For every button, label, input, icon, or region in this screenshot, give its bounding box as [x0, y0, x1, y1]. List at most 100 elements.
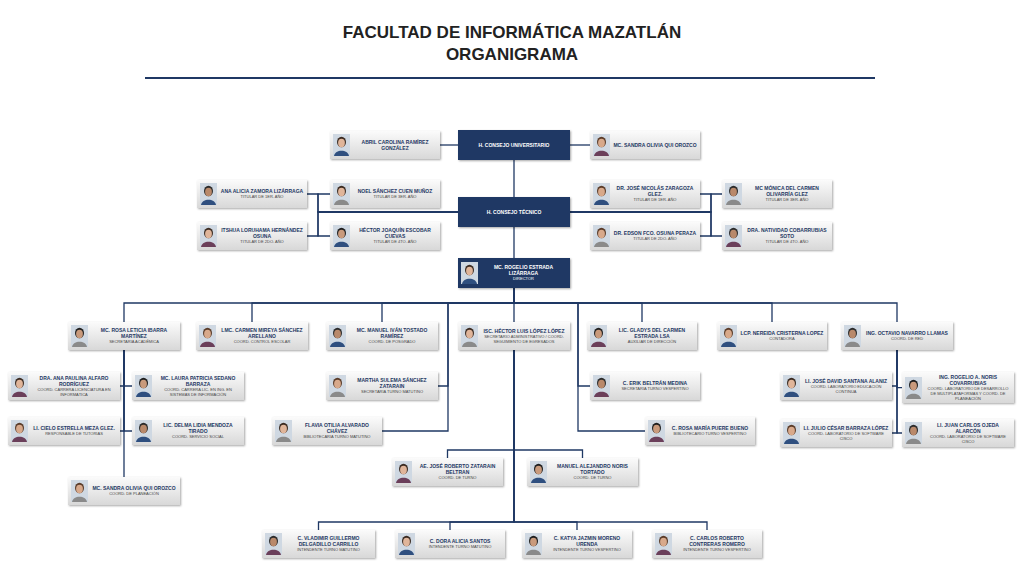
role-title: SECRETARIA TURNO MATUTINO	[349, 390, 435, 395]
role-title: INTENDENTE TURNO MATUTINO	[418, 545, 502, 550]
person-name: DR. JOSÉ NICOLÁS ZARAGOZA GLEZ.	[613, 185, 697, 197]
text-stack: ITSHUA LORUHAMA HERNÁNDEZ OSUNATITULAR D…	[220, 227, 304, 245]
person-card: ITSHUA LORUHAMA HERNÁNDEZ OSUNATITULAR D…	[197, 222, 307, 250]
org-connector	[124, 350, 132, 431]
person-name: MC. ROGELIO ESTRADA LIZÁRRAGA	[481, 264, 566, 276]
person-name: MC. SANDRA OLIVIA QUI OROZCO	[613, 142, 697, 148]
portrait-photo	[398, 533, 415, 555]
portrait-photo	[593, 134, 610, 156]
person-card: ANA ALICIA ZAMORA LIZÁRRAGATITULAR DE 1E…	[197, 180, 307, 208]
person-name: C. ROSA MARÍA PUERE BUENO	[668, 425, 752, 431]
person-name: C. CARLOS ROBERTO CONTRERAS ROMERO	[675, 535, 759, 547]
role-title: TITULAR DE 3ER. AÑO	[353, 195, 437, 200]
role-title: COORD. CARRERA LICENCIATURA EN INFORMÁTI…	[31, 388, 117, 398]
role-title: TITULAR DE 1ER. AÑO	[613, 198, 697, 203]
org-connector	[892, 350, 897, 386]
portrait-photo	[71, 325, 88, 347]
role-title: COORD. DE TURNO	[415, 476, 500, 481]
org-connector	[382, 288, 514, 431]
portrait-photo	[199, 325, 216, 347]
role-title: TITULAR DE 4TO. AÑO	[745, 240, 829, 245]
text-stack: C. KATYA JAZMIN MORENO URENDAINTENDENTE …	[545, 535, 629, 553]
person-name: C. ERIK BELTRÁN MEDINA	[613, 380, 697, 386]
portrait-photo	[329, 375, 346, 397]
role-title: COORD. CONTROL ESCOLAR	[219, 340, 305, 345]
portrait-photo	[783, 375, 800, 397]
text-stack: MC. ROSA LETICIA IBARRA MARTÍNEZSECRETAR…	[91, 327, 177, 345]
person-card: MARTHA SULEMA SÁNCHEZ ZATARAINSECRETARIA…	[326, 372, 438, 400]
person-name: DRA. NATIVIDAD COBARRUBIAS SOTO	[745, 227, 829, 239]
person-card: MC. SANDRA OLIVIA QUI OROZCOCOORD. DE PL…	[68, 477, 180, 505]
portrait-photo	[725, 225, 742, 247]
role-title: COORD. LABORATORIO EDUCACIÓN CONTINUA	[803, 385, 889, 395]
portrait-photo	[461, 325, 478, 347]
role-title: SECRETARIA TURNO VESPERTINO	[613, 387, 697, 392]
person-name: MC. LAURA PATRICIA SEDANO BARRAZA	[155, 375, 241, 387]
text-stack: C. CARLOS ROBERTO CONTRERAS ROMEROINTEND…	[675, 535, 759, 553]
text-stack: DR. EDSON FCO. OSUNA PERAZATITULAR DE 2D…	[613, 230, 697, 242]
org-connector	[450, 350, 514, 530]
role-title: RESPONSABLE DE TUTORÍAS	[31, 432, 117, 437]
text-stack: ABRIL CAROLINA RAMÍREZ GONZÁLEZ	[353, 139, 437, 151]
org-connector	[513, 160, 514, 197]
person-card: DR. EDSON FCO. OSUNA PERAZATITULAR DE 2D…	[590, 222, 700, 250]
org-connector	[124, 288, 514, 322]
text-stack: C. ROSA MARÍA PUERE BUENOBIBLIOTECARIO T…	[668, 425, 752, 437]
person-name: MC. MANUEL IVÁN TOSTADO RAMÍREZ	[349, 327, 435, 339]
org-connector	[252, 288, 514, 322]
text-stack: MC. MANUEL IVÁN TOSTADO RAMÍREZCOORD. DE…	[349, 327, 435, 345]
text-stack: C. DORA ALICIA SANTOSINTENDENTE TURNO MA…	[418, 538, 502, 550]
role-title: COORD. LABORATORIO DE DESARROLLO DE MULT…	[925, 387, 1011, 401]
portrait-photo	[395, 461, 412, 483]
person-name: C. VLADIMIR GUILLERMO DELGADILLO CARRILL…	[285, 535, 372, 547]
role-title: TITULAR DE 1ER. AÑO	[220, 195, 304, 200]
person-name: LI. CIELO ESTRELLA MEZA GLEZ.	[31, 425, 117, 431]
portrait-photo	[275, 420, 292, 442]
text-stack: MANUEL ALEJANDRO NORIS TORTADOCOORD. DE …	[550, 463, 635, 481]
text-stack: HÉCTOR JOAQUÍN ESCOBAR CUEVASTITULAR DE …	[353, 227, 437, 245]
portrait-photo	[530, 461, 547, 483]
person-name: MC. SANDRA OLIVIA QUI OROZCO	[91, 485, 177, 491]
person-name: ING. ROGELIO A. NORIS COVARRUBIAS	[925, 374, 1011, 386]
portrait-photo	[525, 533, 542, 555]
role-title: CONTADORA	[740, 337, 824, 342]
portrait-photo	[655, 533, 672, 555]
role-title: TITULAR DE 2DO. AÑO	[613, 237, 697, 242]
council-box: H. CONSEJO TÉCNICO	[458, 197, 570, 227]
text-stack: LIC. GLADYS DEL CARMEN ESTRADA LSAAUXILI…	[610, 327, 694, 345]
person-card: C. ROSA MARÍA PUERE BUENOBIBLIOTECARIO T…	[645, 417, 755, 445]
portrait-photo	[11, 420, 28, 442]
person-card: LMC. CARMEN MIREYA SÁNCHEZ ARELLANOCOORD…	[196, 322, 308, 350]
person-card: C. VLADIMIR GUILLERMO DELGADILLO CARRILL…	[262, 530, 375, 558]
person-card: C. KATYA JAZMIN MORENO URENDAINTENDENTE …	[522, 530, 632, 558]
person-name: H. CONSEJO UNIVERSITARIO	[462, 142, 566, 148]
person-name: LI. JULIO CÉSAR BARRAZA LÓPEZ	[803, 425, 889, 431]
portrait-photo	[135, 375, 152, 397]
role-title: COORD. DE RED	[864, 337, 950, 342]
person-card: C. CARLOS ROBERTO CONTRERAS ROMEROINTEND…	[652, 530, 762, 558]
person-card: LIC. GLADYS DEL CARMEN ESTRADA LSAAUXILI…	[587, 322, 697, 350]
person-name: HÉCTOR JOAQUÍN ESCOBAR CUEVAS	[353, 227, 437, 239]
portrait-photo	[905, 422, 922, 444]
person-name: ABRIL CAROLINA RAMÍREZ GONZÁLEZ	[353, 139, 437, 151]
role-title: SECRETARIO ADMINISTRATIVO / COORD. SEGUI…	[481, 335, 567, 345]
text-stack: LCP. NEREIDA CRISTERNA LOPEZCONTADORA	[740, 330, 824, 342]
portrait-photo	[725, 183, 742, 205]
text-stack: C. VLADIMIR GUILLERMO DELGADILLO CARRILL…	[285, 535, 372, 553]
role-title: COORD. SERVICIO SOCIAL	[155, 435, 241, 440]
person-name: LIC. DELMA LIDIA MENDOZA TIRADO	[155, 422, 241, 434]
portrait-photo	[593, 183, 610, 205]
portrait-photo	[593, 225, 610, 247]
org-connector	[514, 350, 583, 458]
person-card: HÉCTOR JOAQUÍN ESCOBAR CUEVASTITULAR DE …	[330, 222, 440, 250]
text-stack: MC. SANDRA OLIVIA QUI OROZCO	[613, 142, 697, 148]
chart-title: FACULTAD DE INFORMÁTICA MAZATLÁN ORGANIG…	[302, 22, 722, 66]
text-stack: MC. ROGELIO ESTRADA LIZÁRRAGADIRECTOR	[481, 264, 566, 282]
person-name: ANA ALICIA ZAMORA LIZÁRRAGA	[220, 188, 304, 194]
portrait-photo	[333, 225, 350, 247]
person-name: FLAVIA OTILIA ALVARADO CHÁVEZ	[295, 422, 379, 434]
role-title: COORD. DE PLANEACIÓN	[91, 492, 177, 497]
org-connector	[513, 227, 514, 258]
director-box: MC. ROGELIO ESTRADA LIZÁRRAGADIRECTOR	[458, 258, 570, 288]
person-name: AE. JOSÉ ROBERTO ZATARAIN BELTRAN	[415, 463, 500, 475]
